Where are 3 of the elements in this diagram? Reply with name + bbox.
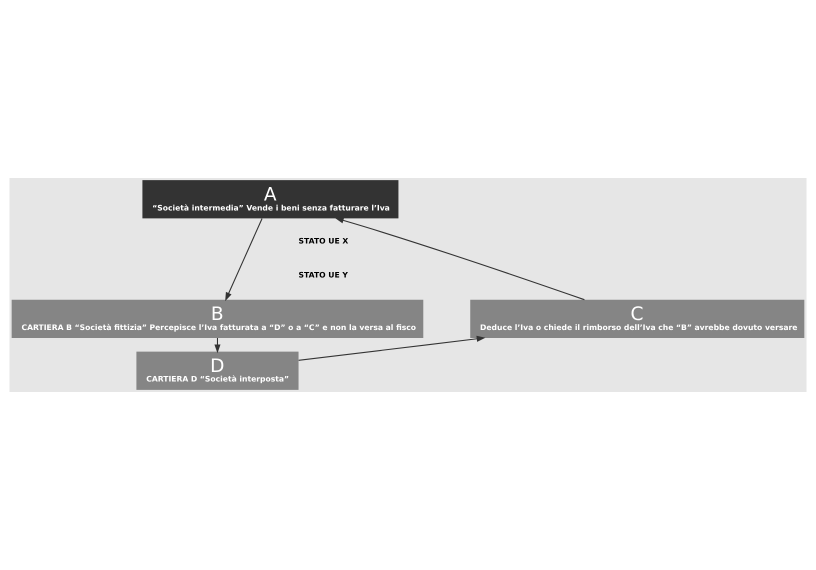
arrow xyxy=(298,336,486,361)
arrow xyxy=(334,217,585,300)
arrow xyxy=(225,218,263,302)
